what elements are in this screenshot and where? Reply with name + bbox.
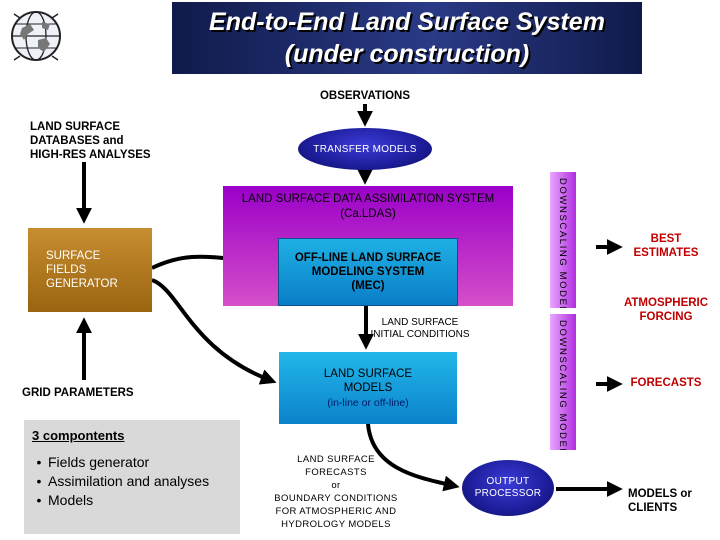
components-title: 3 compontents — [32, 428, 125, 443]
lsm-line: LAND SURFACE — [323, 368, 413, 380]
forcing-line: ATMOSPHERIC — [623, 297, 709, 309]
initial-conditions-line: INITIAL CONDITIONS — [370, 329, 470, 340]
clients-line: MODELS or — [628, 488, 692, 500]
list-item: Fields generator — [30, 453, 209, 472]
ldas-title-line: (Ca.LDAS) — [340, 208, 396, 220]
initial-conditions-label: LAND SURFACE INITIAL CONDITIONS — [360, 317, 480, 341]
globe-logo-icon — [6, 4, 66, 72]
title-banner: End-to-End Land Surface System (under co… — [172, 2, 642, 74]
arrow-models-to-output — [366, 423, 460, 492]
land-surface-models-title: LAND SURFACE MODELS — [324, 367, 412, 395]
list-item: Models — [30, 491, 209, 510]
output-processor-node: OUTPUT PROCESSOR — [462, 460, 554, 516]
lsm-line: MODELS — [343, 382, 393, 394]
databases-line: DATABASES and — [30, 135, 124, 147]
downscaling-top-label: DOWNSCALING MODELS — [557, 178, 568, 308]
forecasts-label: FORECASTS — [630, 377, 702, 389]
forcing-line: FORCING — [639, 311, 693, 323]
observations-label: OBSERVATIONS — [319, 90, 411, 102]
mec-line: MODELING SYSTEM — [311, 266, 425, 278]
downscaling-bar-top: DOWNSCALING MODELS — [550, 172, 576, 308]
best-estimates-line: ESTIMATES — [633, 247, 699, 259]
op-line: PROCESSOR — [474, 488, 542, 499]
mec-line: (MEC) — [351, 280, 385, 292]
initial-conditions-line: LAND SURFACE — [381, 317, 459, 328]
fc-line: FOR ATMOSPHERIC AND — [275, 506, 397, 517]
ldas-title-line: LAND SURFACE DATA ASSIMILATION SYSTEM — [241, 193, 495, 205]
best-estimates-line: BEST — [650, 233, 682, 245]
generator-line: GENERATOR — [46, 278, 118, 290]
op-line: OUTPUT — [486, 476, 530, 487]
clients-line: CLIENTS — [628, 502, 678, 514]
transfer-models-node: TRANSFER MODELS — [298, 128, 432, 170]
output-processor-label: OUTPUT PROCESSOR — [475, 476, 542, 500]
mec-line: OFF-LINE LAND SURFACE — [294, 252, 442, 264]
fc-line: LAND SURFACE — [297, 454, 375, 465]
databases-line: LAND SURFACE — [30, 121, 121, 133]
list-item: Assimilation and analyses — [30, 472, 209, 491]
fc-line: HYDROLOGY MODELS — [281, 519, 391, 530]
title-line-1: End-to-End Land Surface System — [209, 8, 605, 36]
atmospheric-forcing-label: ATMOSPHERIC FORCING — [616, 296, 716, 324]
arrow-generator-to-models — [151, 278, 277, 385]
databases-line: HIGH-RES ANALYSES — [30, 149, 151, 161]
ldas-title: LAND SURFACE DATA ASSIMILATION SYSTEM (C… — [226, 192, 510, 222]
downscaling-bar-bottom: DOWNSCALING MODELS — [550, 314, 576, 450]
mec-box: OFF-LINE LAND SURFACE MODELING SYSTEM (M… — [278, 238, 458, 306]
forecasts-boundary-label: LAND SURFACE FORECASTS or BOUNDARY CONDI… — [270, 453, 402, 531]
fc-line: BOUNDARY CONDITIONS — [274, 493, 398, 504]
generator-line: SURFACE — [46, 250, 101, 262]
best-estimates-label: BEST ESTIMATES — [626, 232, 706, 260]
fc-line: or — [331, 480, 341, 491]
grid-parameters-label: GRID PARAMETERS — [22, 387, 134, 399]
databases-label: LAND SURFACE DATABASES and HIGH-RES ANAL… — [30, 120, 210, 162]
surface-fields-generator-label: SURFACE FIELDS GENERATOR — [28, 249, 118, 291]
land-surface-models-subtitle: (in-line or off-line) — [327, 397, 409, 409]
models-or-clients-label: MODELS or CLIENTS — [628, 487, 708, 515]
transfer-models-label: TRANSFER MODELS — [313, 143, 417, 155]
title-line-2: (under construction) — [284, 40, 530, 68]
surface-fields-generator-box: SURFACE FIELDS GENERATOR — [28, 228, 152, 312]
land-surface-models-box: LAND SURFACE MODELS (in-line or off-line… — [279, 352, 457, 424]
fc-line: FORECASTS — [305, 467, 367, 478]
generator-line: FIELDS — [46, 264, 87, 276]
components-list: Fields generator Assimilation and analys… — [30, 453, 209, 510]
mec-label: OFF-LINE LAND SURFACE MODELING SYSTEM (M… — [295, 251, 441, 293]
downscaling-bottom-label: DOWNSCALING MODELS — [557, 320, 568, 450]
